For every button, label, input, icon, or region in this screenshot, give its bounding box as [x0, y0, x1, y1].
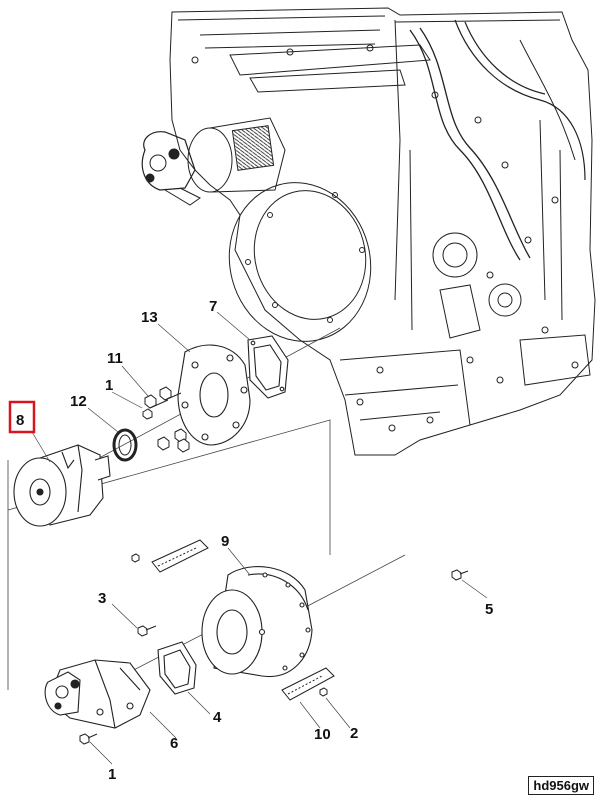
callout-9: 9 [221, 533, 229, 550]
callout-8-highlight-box [8, 400, 36, 434]
flywheel-housing [228, 182, 372, 342]
callout-2: 2 [350, 725, 358, 742]
callout-5: 5 [485, 601, 493, 618]
callout-13: 13 [141, 309, 158, 326]
callout-11: 11 [107, 350, 123, 367]
part-11-bolts [142, 386, 190, 453]
callouts: 13 7 11 1 12 8 9 3 5 4 2 10 6 1 [16, 298, 493, 783]
engine-block [169, 7, 596, 456]
callout-10: 10 [314, 726, 331, 743]
callout-7: 7 [209, 298, 217, 315]
pump-on-engine [141, 117, 286, 206]
part-4-gasket [157, 641, 197, 695]
part-6-hydraulic-motor [44, 659, 151, 729]
part-7-gasket [247, 335, 289, 399]
bracket-plates [151, 539, 335, 701]
leader-lines [31, 311, 488, 765]
callout-3: 3 [98, 590, 106, 607]
callout-12: 12 [70, 393, 87, 410]
part-12-oring [112, 428, 138, 462]
callout-8: 8 [16, 412, 24, 429]
reference-code: hd956gw [528, 776, 594, 795]
part-13-flange-plate [177, 344, 251, 446]
callout-1-bottom: 1 [108, 766, 116, 783]
callout-4: 4 [213, 709, 222, 726]
callout-1-top: 1 [105, 377, 113, 394]
small-screws [79, 553, 469, 745]
part-8-hydraulic-motor [13, 444, 111, 527]
callout-6: 6 [170, 735, 178, 752]
part-9-housing [201, 566, 313, 678]
